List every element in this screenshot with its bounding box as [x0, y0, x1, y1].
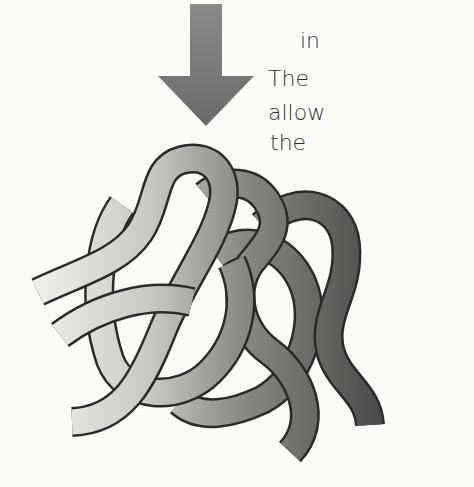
handwritten-note: in: [300, 28, 320, 53]
handwritten-note: The: [268, 66, 309, 91]
folded-chain: [38, 158, 370, 452]
handwritten-note: the: [270, 130, 306, 155]
ribbon-segment: [60, 299, 192, 335]
ribbon-outline: [38, 158, 224, 422]
ribbon-outline: [60, 299, 192, 335]
ribbon-segment: [38, 158, 224, 422]
down-arrow: [158, 4, 254, 126]
handwritten-note: allow: [268, 100, 325, 125]
